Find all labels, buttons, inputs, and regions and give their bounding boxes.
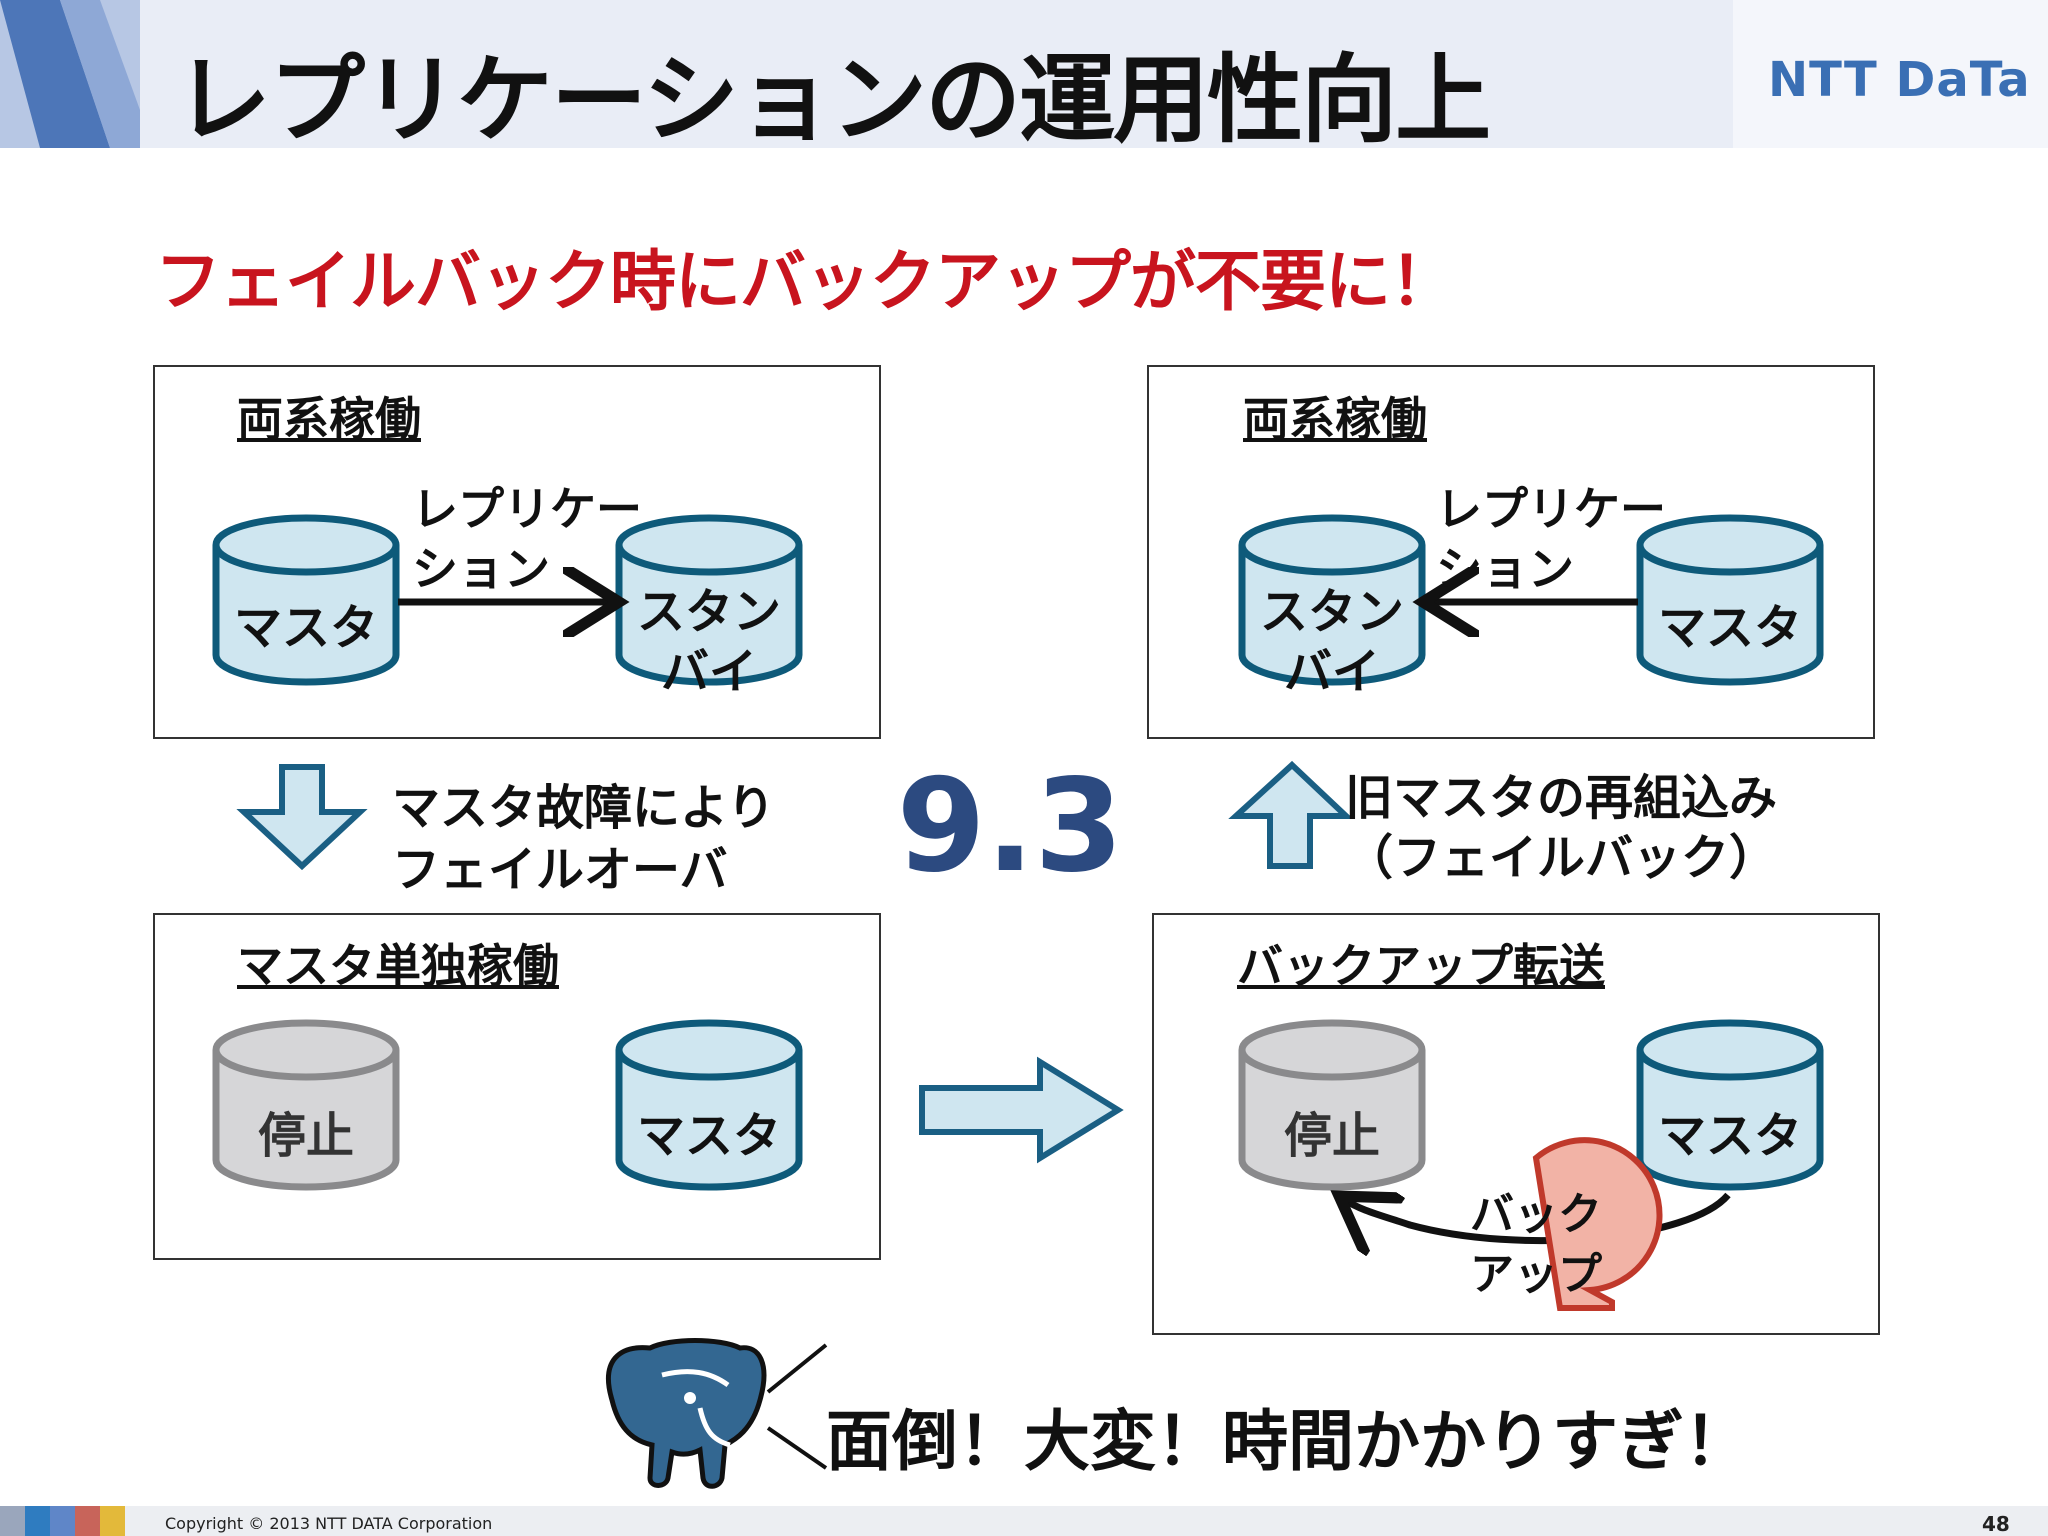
database-cylinder-master-tl bbox=[212, 514, 400, 686]
db-label-standby-tl-line1: スタン bbox=[636, 584, 781, 640]
failback-up-arrow bbox=[1228, 760, 1354, 869]
db-label-standby-tl-line2: バイ bbox=[660, 644, 757, 700]
subtitle: フェイルバック時にバックアップが不要に！ bbox=[155, 243, 1456, 320]
panel-title-top-left: 両系稼働 bbox=[237, 392, 421, 446]
db-label-stopped-br: 停止 bbox=[1283, 1108, 1380, 1164]
backup-bubble-line2: アップ bbox=[1470, 1249, 1602, 1300]
transition-right-arrow bbox=[919, 1056, 1124, 1164]
db-label-standby-tr-line2: バイ bbox=[1283, 644, 1380, 700]
database-cylinder-stopped-br bbox=[1238, 1019, 1426, 1191]
replication-label-line2: ション bbox=[412, 542, 550, 596]
speech-line-bottom bbox=[766, 1426, 828, 1470]
db-label-master-br: マスタ bbox=[1657, 1108, 1802, 1164]
replication-label-line2-tr: ション bbox=[1436, 542, 1574, 596]
header-decoration bbox=[0, 0, 140, 148]
company-logo: NTT DaTa bbox=[1768, 52, 2031, 108]
panel-title-top-right: 両系稼働 bbox=[1243, 392, 1427, 446]
backup-transfer-arrow bbox=[1345, 1195, 1731, 1241]
replication-label-line1-tr: レプリケー bbox=[1436, 482, 1666, 536]
footer-color-blocks bbox=[0, 1506, 125, 1536]
db-label-master-bl: マスタ bbox=[636, 1108, 781, 1164]
db-label-stopped-bl: 停止 bbox=[257, 1108, 354, 1164]
database-cylinder-master-br bbox=[1636, 1019, 1824, 1191]
database-cylinder-stopped-bl bbox=[212, 1019, 400, 1191]
db-label-standby-tr-line1: スタン bbox=[1259, 584, 1404, 640]
version-number: 9.3 bbox=[897, 752, 1124, 901]
database-cylinder-standby-tr bbox=[1238, 514, 1426, 686]
failover-label-line2: フェイルオーバ bbox=[392, 842, 728, 898]
logo-area bbox=[1733, 0, 2048, 148]
backup-bubble-shape bbox=[1532, 1137, 1663, 1311]
panel-title-bottom-right: バックアップ転送 bbox=[1237, 939, 1605, 993]
backup-bubble-line1: バック bbox=[1470, 1189, 1602, 1240]
db-label-master-tl: マスタ bbox=[233, 600, 378, 656]
slide-title: レプリケーションの運用性向上 bbox=[175, 44, 1491, 156]
footer-bar bbox=[0, 1506, 2048, 1536]
complaint-text: 面倒！大変！時間かかりすぎ！ bbox=[826, 1403, 1750, 1480]
database-cylinder-standby-tl bbox=[615, 514, 803, 686]
postgresql-elephant-icon bbox=[605, 1338, 767, 1489]
database-cylinder-master-tr bbox=[1636, 514, 1824, 686]
replication-label-line1: レプリケー bbox=[412, 482, 642, 536]
copyright-text: Copyright © 2013 NTT DATA Corporation bbox=[165, 1514, 493, 1533]
db-label-master-tr: マスタ bbox=[1657, 600, 1802, 656]
page-number: 48 bbox=[1982, 1512, 2010, 1536]
failover-label-line1: マスタ故障により bbox=[392, 780, 776, 836]
speech-line-top bbox=[766, 1343, 828, 1394]
panel-title-bottom-left: マスタ単独稼働 bbox=[237, 939, 559, 993]
database-cylinder-master-bl bbox=[615, 1019, 803, 1191]
failover-down-arrow bbox=[236, 764, 368, 871]
failback-label-line2: （フェイルバック） bbox=[1345, 830, 1778, 886]
failback-label-line1: 旧マスタの再組込み bbox=[1345, 770, 1778, 826]
header-bar bbox=[0, 0, 2048, 148]
